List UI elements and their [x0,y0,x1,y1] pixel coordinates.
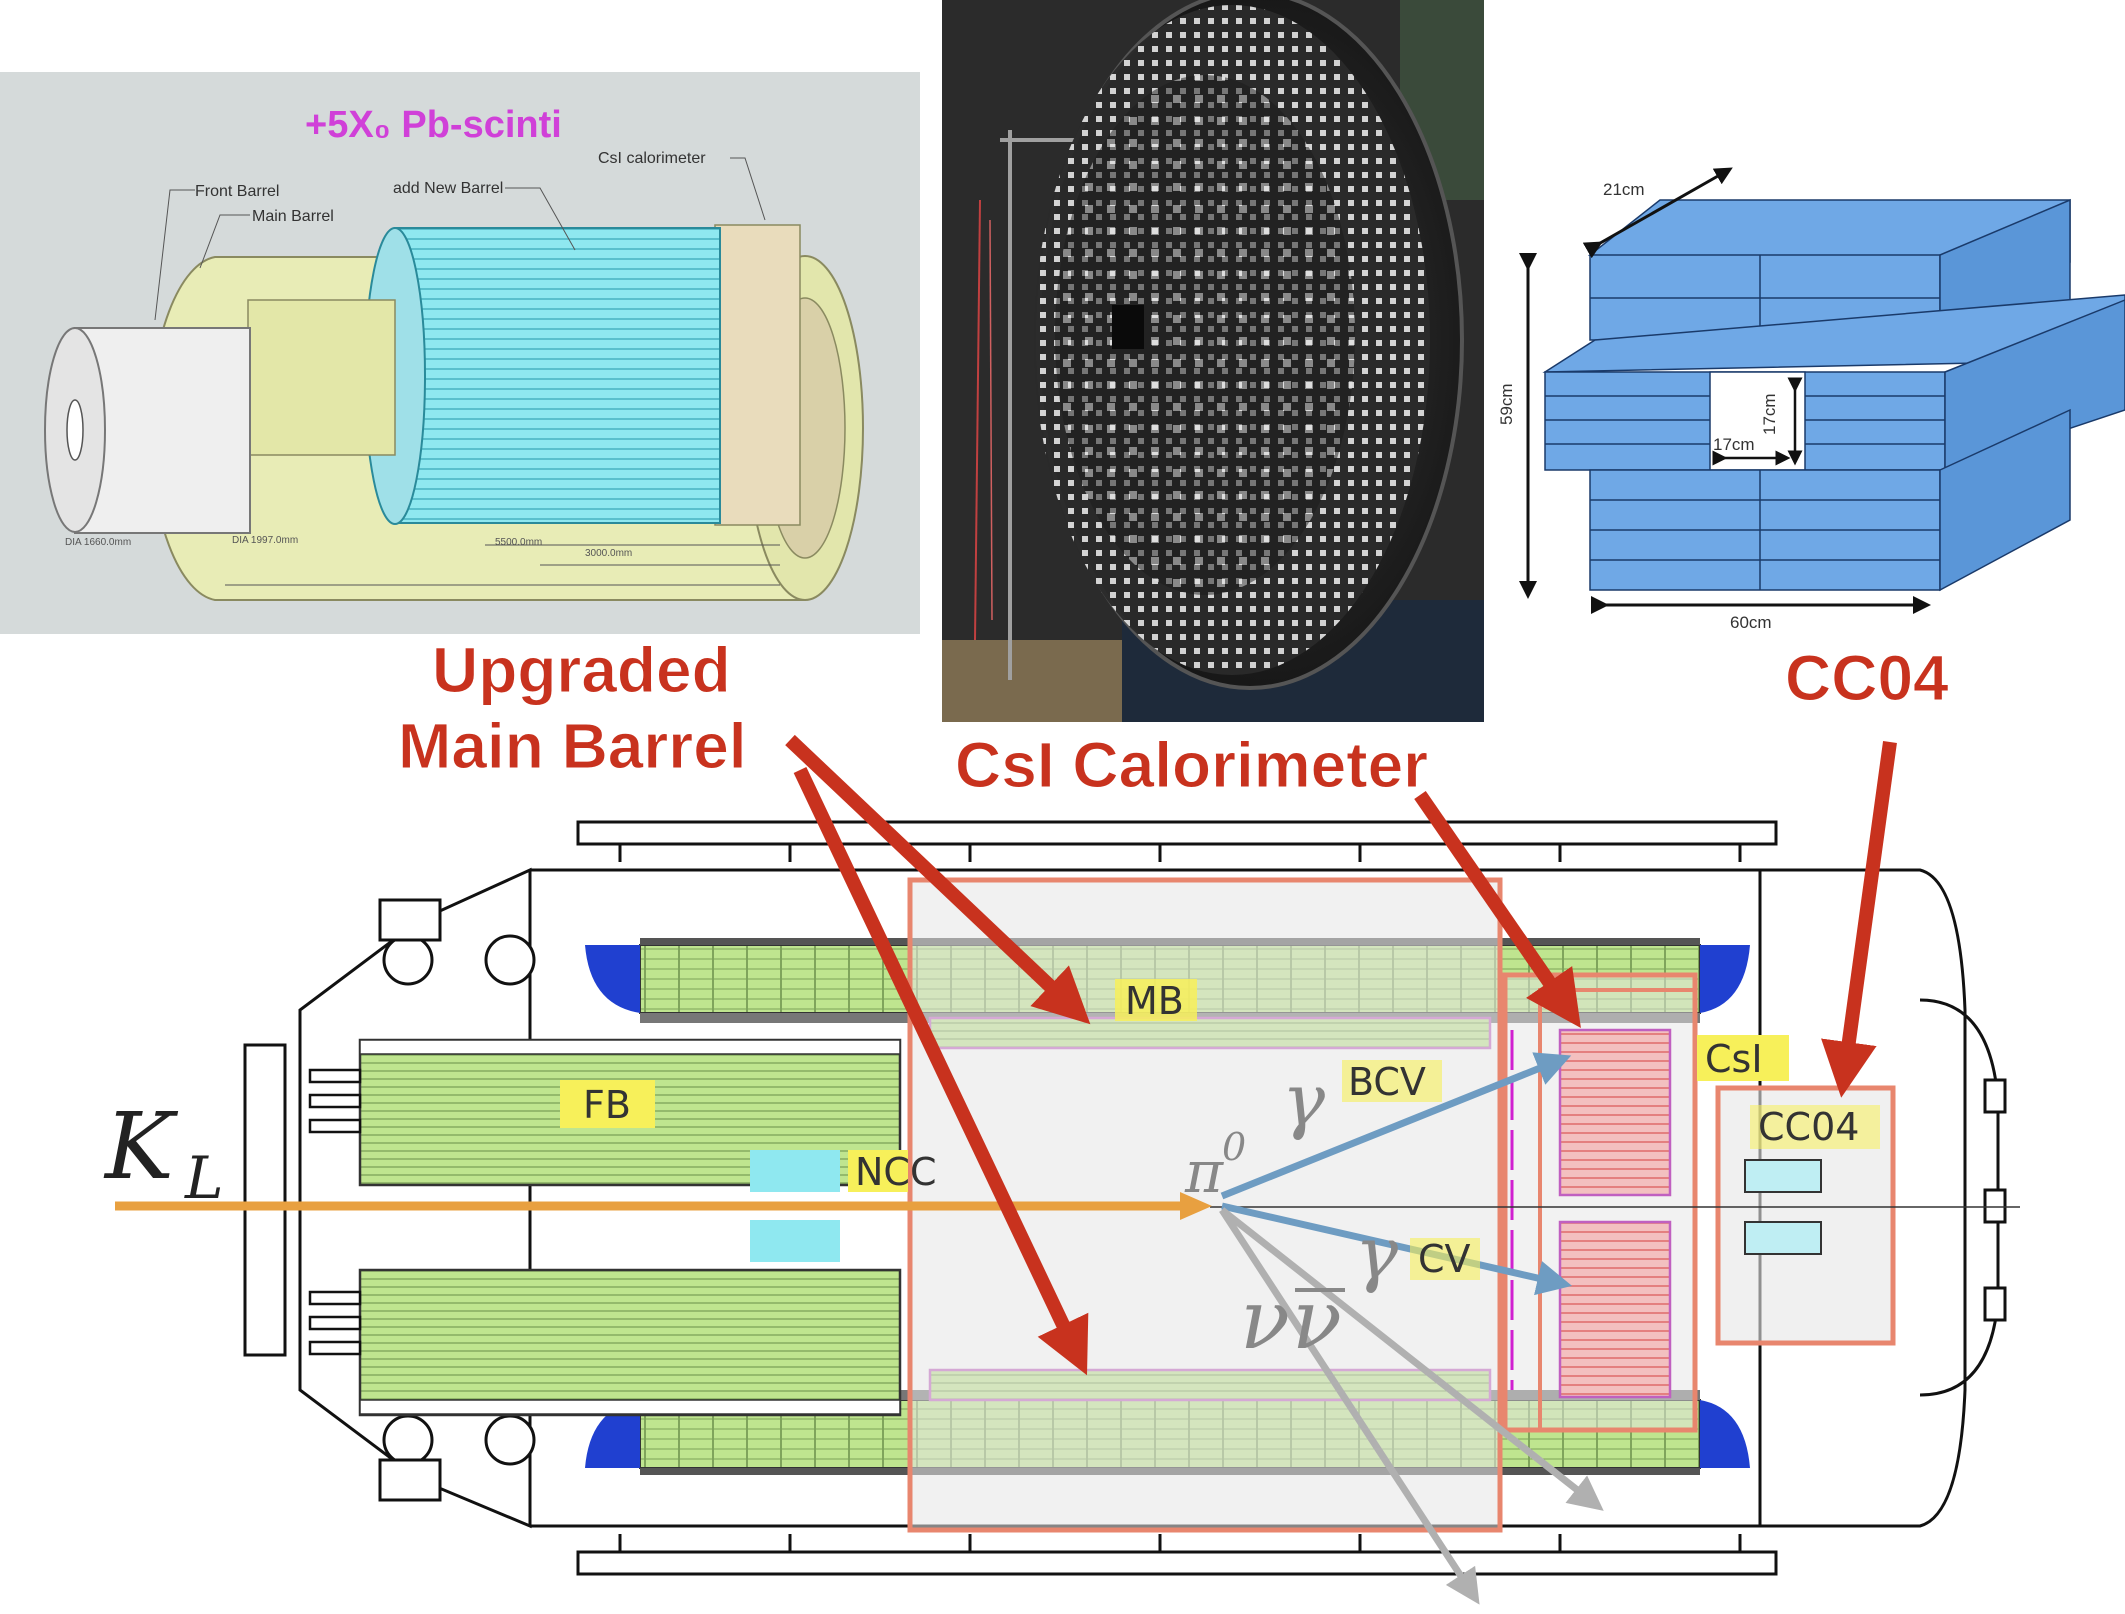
label-len-5500: 5500.0mm [495,537,542,548]
cc04-beam-hole [1709,371,1806,471]
callout-cc04: CC04 [1785,642,1949,714]
detector-cross-section: MB FB NCC CsI CC04 BCV CV K L π 0 γ γ ν … [103,820,2020,1605]
label-front-barrel: Front Barrel [195,183,279,200]
vessel-top-rail [576,820,1778,846]
cad-panel: +5X₀ Pb-scinti Front Barrel Main Barrel … [0,72,920,634]
tag-mb: MB [1125,979,1184,1023]
tag-csi: CsI [1705,1037,1763,1081]
tag-bcv: BCV [1348,1060,1426,1104]
kl-label: K [103,1093,179,1200]
arrow-to-mb-top [785,734,1091,1025]
callout-upgraded-line1: Upgraded [432,634,731,706]
label-csi-calorimeter: CsI calorimeter [598,150,706,167]
cc04-dim-height: 59cm [1497,383,1516,425]
label-dia-1660: DIA 1660.0mm [65,537,131,548]
cc04-block-panel: 21cm 59cm 60cm 17cm 17cm [1497,167,2125,632]
gamma-bcv-ray [1220,1052,1572,1200]
label-add-new-barrel: add New Barrel [393,180,503,197]
label-main-barrel: Main Barrel [252,208,334,225]
callout-csi-calorimeter: CsI Calorimeter [955,729,1428,801]
cc04-module-top [1744,1159,1822,1193]
callout-upgraded-line2: Main Barrel [398,710,747,782]
nu-ray-1 [1219,1207,1604,1511]
nu-label: ν [1240,1273,1290,1368]
kl-subscript: L [184,1144,224,1212]
cc04-dim-depth: 21cm [1603,180,1645,199]
ncc-module-top [750,1150,840,1192]
front-barrel-bottom [358,1268,902,1417]
arrow-to-cc04 [1821,741,1897,1098]
csi-lower-array [1558,1220,1672,1399]
gamma-cv-ray [1221,1202,1573,1296]
csi-upper-array [1558,1028,1672,1197]
arrow-to-mb-bottom [793,767,1089,1376]
cc04-dim-hole-w: 17cm [1713,435,1755,454]
cc04-dim-width: 60cm [1730,613,1772,632]
tag-ncc: NCC [855,1150,937,1194]
new-barrel-cyan [394,227,721,524]
gamma-label-bcv: γ [1282,1058,1326,1142]
cc04-dim-hole-h: 17cm [1760,393,1779,435]
csi-photo-panel [942,0,1484,722]
csi-block [714,224,801,526]
cc04-module-bottom [1744,1221,1822,1255]
nu-ray-2 [1219,1208,1480,1605]
callout-arrows [785,734,1897,1376]
pi0-label: π [1184,1138,1224,1206]
nubar-label: ν [1292,1273,1342,1368]
cad-heading: +5X₀ Pb-scinti [305,104,562,146]
pi0-superscript: 0 [1222,1125,1246,1169]
tag-fb: FB [583,1083,631,1127]
tag-cv: CV [1418,1237,1471,1281]
tag-cc04: CC04 [1758,1105,1859,1149]
ncc-module-bottom [750,1220,840,1262]
label-dia-1997: DIA 1997.0mm [232,535,298,546]
arrow-to-csi [1414,791,1581,1029]
vessel-bottom-rail [576,1550,1778,1576]
label-len-3000: 3000.0mm [585,548,632,559]
gamma-label-cv: γ [1355,1211,1399,1295]
